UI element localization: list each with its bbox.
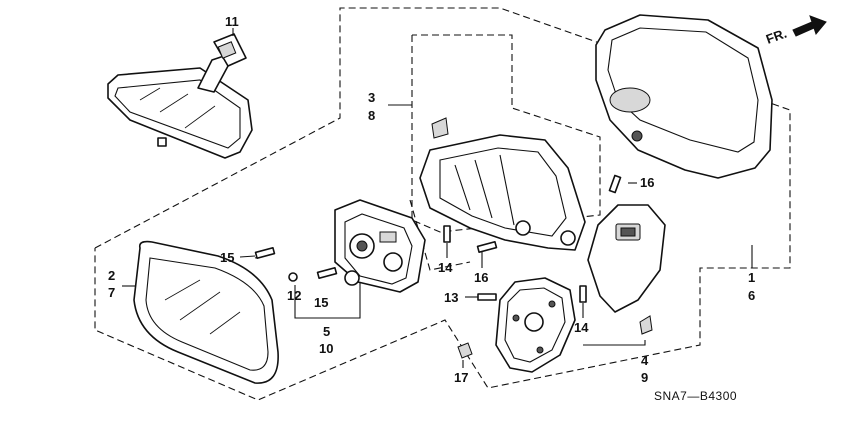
callout-4: 4 <box>641 353 649 368</box>
base-plate-pin <box>548 300 556 308</box>
mirror-base-housing <box>419 117 586 251</box>
screw-13 <box>477 293 497 301</box>
callout-10: 10 <box>319 341 333 356</box>
callout-17: 17 <box>454 370 468 385</box>
lower-cover-clip <box>639 315 653 335</box>
housing-rib <box>474 159 493 219</box>
glass-reflection <box>184 105 216 129</box>
front-arrow-icon <box>792 15 827 37</box>
screw-14-housing <box>443 225 451 243</box>
screw-15-upper <box>254 246 276 260</box>
callout-11: 11 <box>225 14 239 29</box>
housing-rib <box>499 154 515 226</box>
mount-clip <box>217 41 237 59</box>
mirror-glass-assembly <box>133 240 279 384</box>
mirror-cover <box>595 14 773 179</box>
callout-2: 2 <box>108 268 115 283</box>
callout-1: 1 <box>748 270 755 285</box>
leader-15a <box>239 255 256 258</box>
actuator-housing <box>334 199 426 293</box>
housing-clip <box>431 117 449 139</box>
glass-reflection <box>159 93 189 113</box>
front-direction-indicator: FR. <box>764 15 827 47</box>
cover-screw-boss <box>631 130 643 142</box>
callout-16-housing: 16 <box>474 270 488 285</box>
diagram-code: SNA7—B4300 <box>654 389 737 403</box>
base-plate-pin <box>536 346 544 354</box>
actuator-gear-cover <box>379 231 397 243</box>
callout-8: 8 <box>368 108 375 123</box>
housing-mount-hole <box>560 230 576 246</box>
actuator-pivot-center <box>356 240 368 252</box>
lower-cover-shell <box>587 204 666 313</box>
callout-3: 3 <box>368 90 375 105</box>
glass-reflection <box>179 291 221 321</box>
actuator-group-boundary <box>409 199 471 271</box>
grommet <box>457 342 473 359</box>
screw-15-upper-body <box>254 246 276 260</box>
housing-inner <box>439 147 567 237</box>
actuator-motor <box>383 252 403 272</box>
leader-4-9 <box>583 340 646 346</box>
mirror-actuator <box>334 199 426 293</box>
callout-16-cover: 16 <box>640 175 654 190</box>
housing-frame <box>419 134 586 251</box>
base-plate <box>495 277 576 373</box>
base-plate-hole <box>524 312 544 332</box>
screw-16-housing <box>476 240 498 254</box>
screw-14-lower <box>579 285 587 303</box>
housing-mount-hole <box>515 220 531 236</box>
screw-16-cover <box>608 174 622 194</box>
screw-15-lower <box>316 266 338 280</box>
lower-cover-sensor <box>620 227 636 237</box>
rearview-sensor-tab <box>157 137 167 147</box>
housing-rib <box>454 164 471 211</box>
cover-recess <box>609 87 651 113</box>
outer-assembly-boundary <box>94 7 791 401</box>
callout-7: 7 <box>108 285 115 300</box>
callout-14-housing: 14 <box>438 260 453 275</box>
callout-14-lower: 14 <box>574 320 589 335</box>
callout-15-lower: 15 <box>314 295 328 310</box>
callout-15-upper: 15 <box>220 250 234 265</box>
lower-cover <box>587 204 666 335</box>
screw-12 <box>288 272 298 282</box>
base-plate-inner <box>504 287 566 363</box>
mirror-glass-outer <box>133 240 279 384</box>
callout-5: 5 <box>323 324 330 339</box>
mirror-glass-inner <box>145 257 269 371</box>
glass-reflection <box>164 279 201 301</box>
glass-reflection <box>139 87 161 101</box>
glass-reflection <box>209 311 241 335</box>
callout-9: 9 <box>641 370 648 385</box>
callout-12: 12 <box>287 288 301 303</box>
leader-5-10 <box>294 282 361 319</box>
front-direction-label: FR. <box>764 26 789 47</box>
callout-6: 6 <box>748 288 755 303</box>
rearview-mirror-body <box>107 67 253 159</box>
base-plate-pin <box>512 314 520 322</box>
callout-13: 13 <box>444 290 458 305</box>
rearview-mirror <box>107 33 253 159</box>
actuator-lug <box>344 270 360 286</box>
actuator-inner-frame <box>344 213 413 285</box>
